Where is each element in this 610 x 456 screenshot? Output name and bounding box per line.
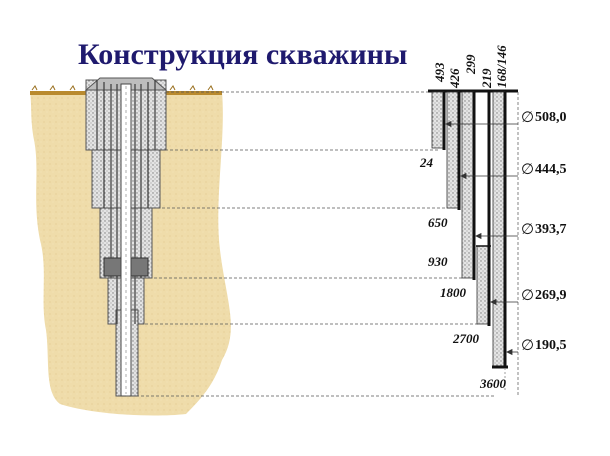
casing-diameter-label: 299 <box>463 54 478 75</box>
depth-label: 2700 <box>452 331 480 346</box>
diameter-symbol: ∅ <box>521 108 534 126</box>
casing-steel-walls <box>442 92 507 368</box>
diameter-symbol: ∅ <box>521 220 534 238</box>
page-title: Конструкция скважины <box>78 38 407 71</box>
bit-diameter-value: 444,5 <box>535 162 567 177</box>
depth-label: 3600 <box>479 376 507 391</box>
casing-426 <box>446 91 460 209</box>
depth-leader-lines <box>126 91 495 397</box>
depth-label: 24 <box>419 155 434 170</box>
grass-tufts <box>31 85 214 91</box>
diameter-symbol: ∅ <box>521 160 534 178</box>
bit-diameter-value: 269,9 <box>535 288 567 303</box>
casing-walls <box>96 80 156 324</box>
bit-diameter-value: 508,0 <box>535 110 567 125</box>
bit-arrows <box>445 120 518 356</box>
bit-diameter-1: ∅ 444,5 <box>521 160 567 178</box>
depth-label: 650 <box>428 215 448 230</box>
well-schematic <box>84 77 168 397</box>
bit-diameter-2: ∅ 393,7 <box>521 220 567 238</box>
casing-diameter-label: 493 <box>432 62 447 83</box>
depth-label: 1800 <box>440 285 467 300</box>
casing-219 <box>476 245 490 325</box>
bit-diameter-0: ∅ 508,0 <box>521 108 567 126</box>
bit-diameter-value: 393,7 <box>535 222 567 237</box>
diameter-symbol: ∅ <box>521 336 534 354</box>
bit-diameter-4: ∅ 190,5 <box>521 336 567 354</box>
bit-diameter-3: ∅ 269,9 <box>521 286 567 304</box>
casing-493 <box>431 91 445 149</box>
bit-diameter-value: 190,5 <box>535 338 567 353</box>
casing-299 <box>461 91 475 279</box>
casing-diameter-label: 168/146 <box>494 45 509 88</box>
casing-diameter-label: 426 <box>447 68 462 89</box>
casing-168-146 <box>492 91 506 368</box>
diameter-symbol: ∅ <box>521 286 534 304</box>
casing-scheme <box>428 89 519 395</box>
depth-label: 930 <box>428 254 448 269</box>
casing-diameter-label: 219 <box>479 68 494 89</box>
